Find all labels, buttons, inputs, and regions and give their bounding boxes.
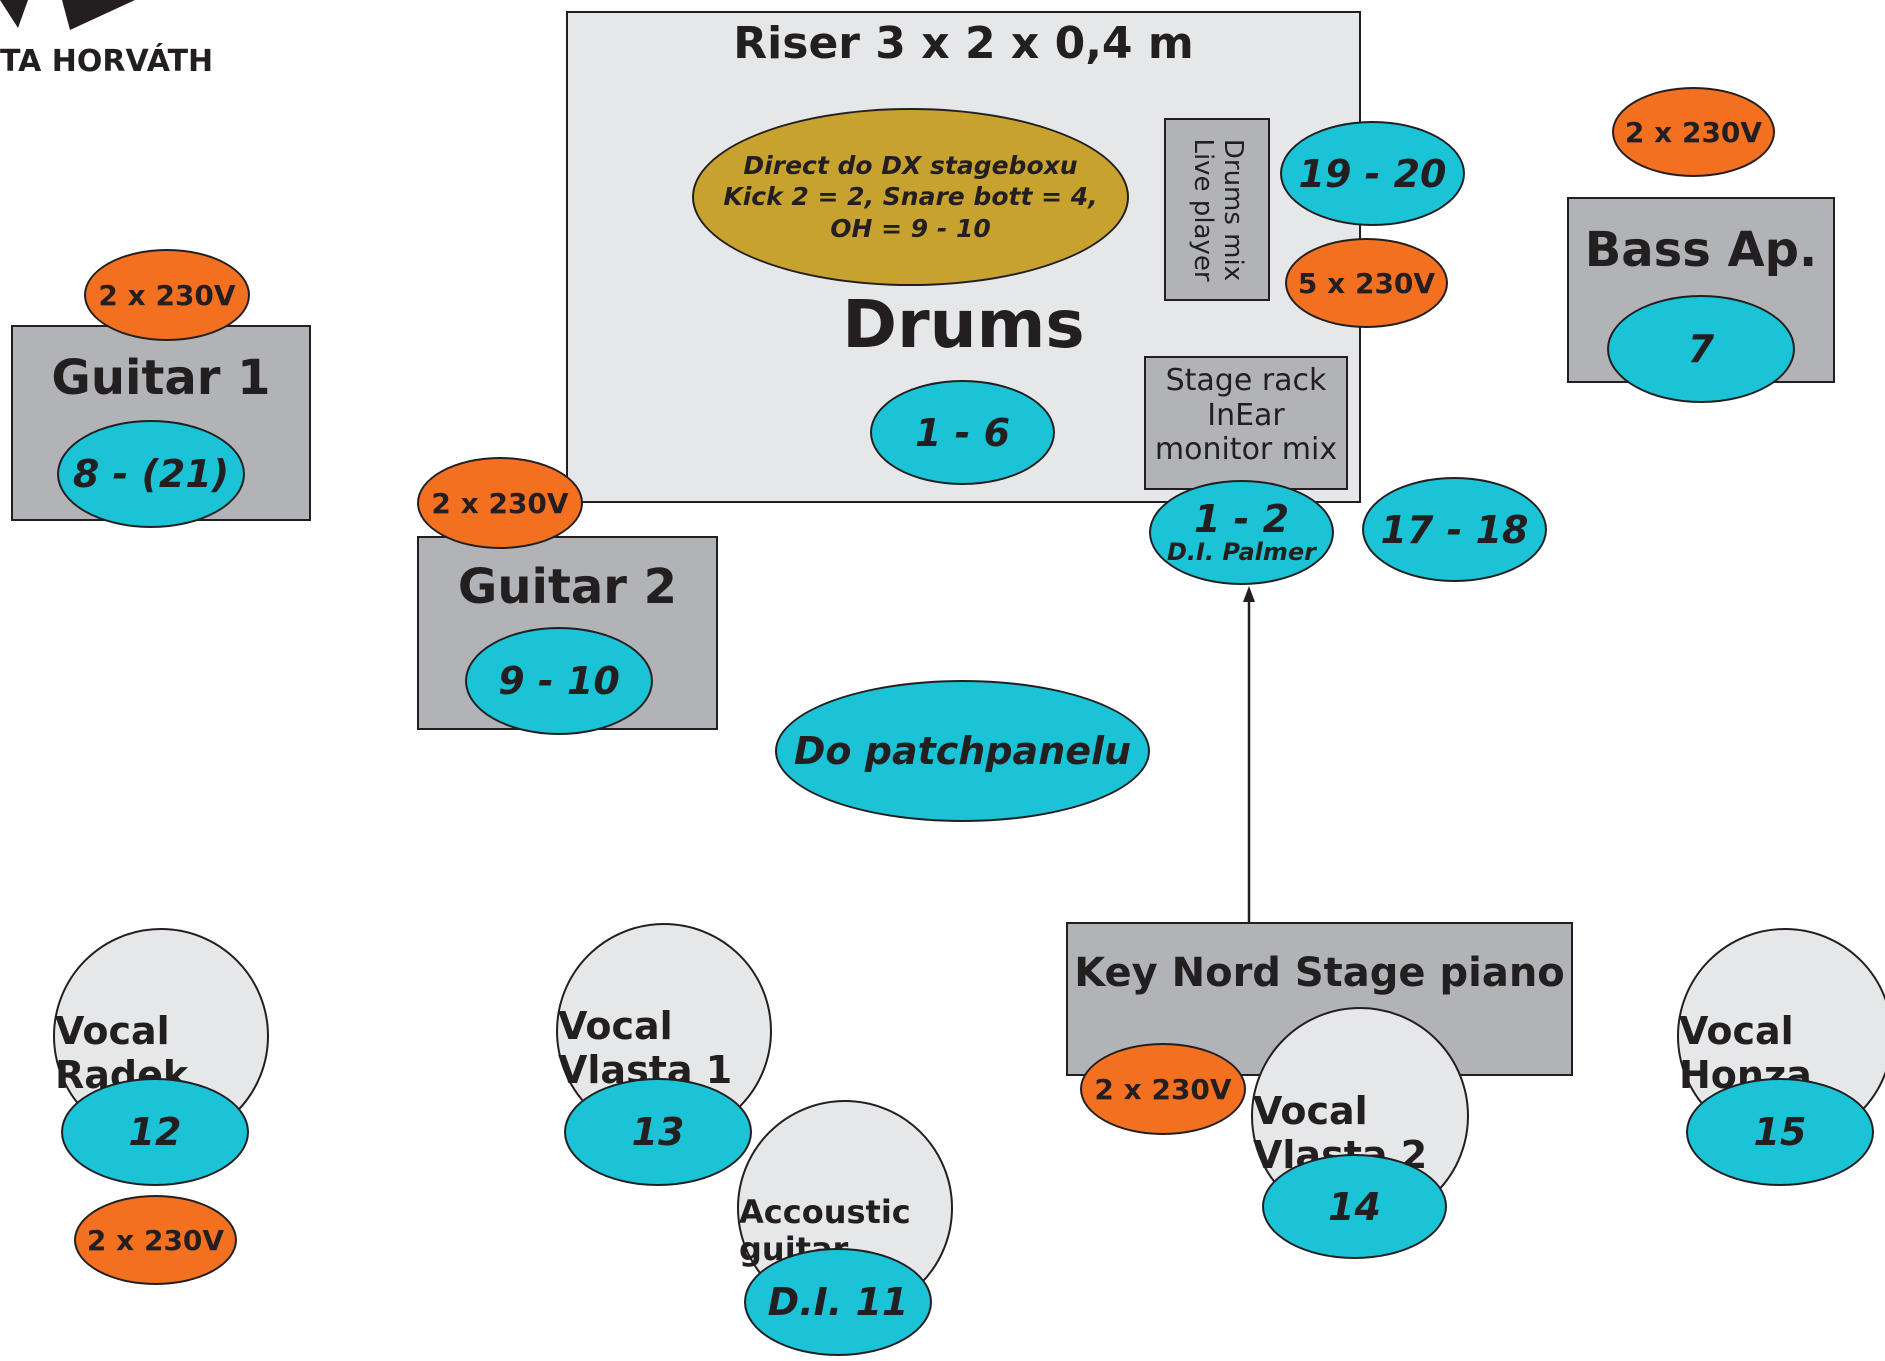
channels-19-20: 19 - 20 bbox=[1280, 121, 1465, 226]
drums-label: Drums bbox=[842, 286, 1085, 363]
inear-di-channels: 1 - 2 D.I. Palmer bbox=[1149, 480, 1334, 585]
stage-rack-box: Stage rack InEar monitor mix bbox=[1144, 356, 1348, 490]
logo-text: TA HORVÁTH bbox=[0, 44, 214, 79]
vocal-honza-line1: Vocal bbox=[1679, 1009, 1794, 1054]
signal-arrow-icon bbox=[1243, 586, 1255, 922]
vocal-radek-line1: Vocal bbox=[55, 1009, 170, 1054]
direct-note-line2: Kick 2 = 2, Snare bott = 4, bbox=[723, 182, 1098, 212]
power-drums: 5 x 230V bbox=[1285, 238, 1448, 328]
bass-amp-label: Bass Ap. bbox=[1584, 222, 1818, 278]
power-vocal-radek: 2 x 230V bbox=[74, 1195, 237, 1285]
acoustic-line1: Accoustic bbox=[739, 1193, 911, 1232]
drums-mix-line1: Drums mix bbox=[1217, 138, 1248, 281]
inear-di-label: D.I. Palmer bbox=[1166, 537, 1317, 566]
patch-panel-note: Do patchpanelu bbox=[775, 680, 1150, 822]
acoustic-di-channel: D.I. 11 bbox=[744, 1248, 932, 1356]
vocal-vlasta1-line1: Vocal bbox=[558, 1004, 673, 1049]
guitar2-label: Guitar 2 bbox=[457, 559, 678, 615]
logo-mark-icon bbox=[0, 0, 135, 30]
power-guitar2: 2 x 230V bbox=[417, 457, 583, 549]
guitar1-channel: 8 - (21) bbox=[57, 420, 245, 528]
drums-mix-line2: Live player bbox=[1188, 137, 1218, 282]
riser-title: Riser 3 x 2 x 0,4 m bbox=[733, 18, 1194, 69]
channels-17-18: 17 - 18 bbox=[1362, 477, 1547, 582]
power-keys: 2 x 230V bbox=[1080, 1043, 1246, 1135]
guitar1-label: Guitar 1 bbox=[51, 350, 271, 406]
drums-channels: 1 - 6 bbox=[870, 380, 1055, 485]
stage-rack-line3: monitor mix bbox=[1154, 432, 1338, 467]
guitar2-channel: 9 - 10 bbox=[465, 627, 653, 735]
drums-mix-box: Drums mix Live player bbox=[1164, 118, 1270, 301]
power-bass: 2 x 230V bbox=[1612, 87, 1775, 177]
stage-rack-line1: Stage rack bbox=[1165, 363, 1327, 398]
inear-channel-number: 1 - 2 bbox=[1193, 496, 1290, 541]
vocal-honza-channel: 15 bbox=[1686, 1078, 1874, 1186]
vocal-radek-channel: 12 bbox=[61, 1078, 249, 1186]
vocal-vlasta1-channel: 13 bbox=[564, 1078, 752, 1186]
vocal-vlasta2-line1: Vocal bbox=[1253, 1089, 1368, 1134]
direct-stagebox-note: Direct do DX stageboxu Kick 2 = 2, Snare… bbox=[692, 108, 1129, 286]
power-guitar1: 2 x 230V bbox=[84, 249, 250, 341]
direct-note-line3: OH = 9 - 10 bbox=[830, 213, 991, 243]
stage-rack-line2: InEar bbox=[1207, 397, 1285, 433]
keys-label: Key Nord Stage piano bbox=[1074, 950, 1565, 996]
vocal-vlasta2-channel: 14 bbox=[1262, 1154, 1447, 1259]
direct-note-line1: Direct do DX stageboxu bbox=[743, 151, 1078, 181]
bass-channel: 7 bbox=[1607, 295, 1795, 403]
